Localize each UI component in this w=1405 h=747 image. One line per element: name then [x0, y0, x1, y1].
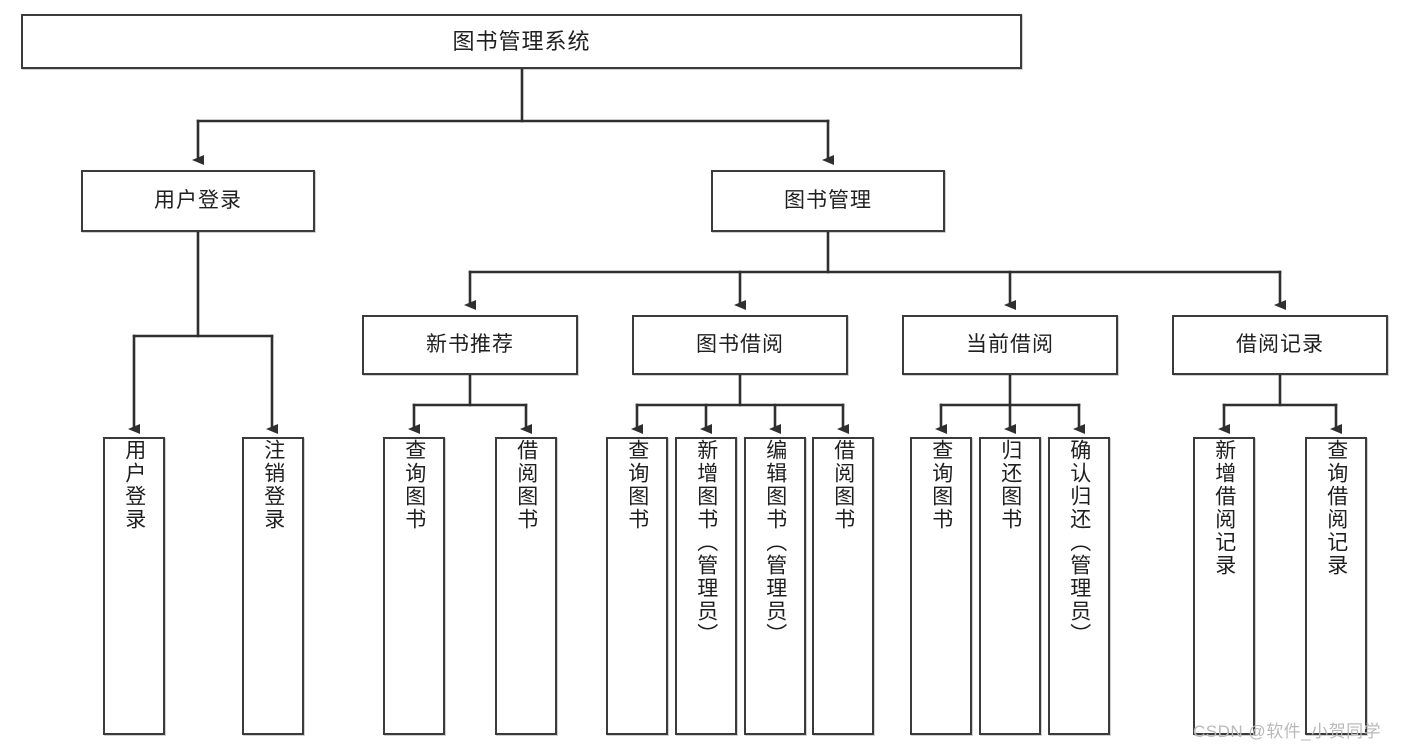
node-leaf-user-login[interactable]: 用户登录: [103, 437, 165, 735]
node-leaf-borrow-book-b[interactable]: 借阅图书: [812, 437, 874, 735]
node-leaf-logout[interactable]: 注销登录: [242, 437, 304, 735]
node-borrow-record[interactable]: 借阅记录: [1172, 315, 1388, 375]
node-leaf-add-record[interactable]: 新增借阅记录: [1193, 437, 1255, 735]
node-label-book-borrow: 图书借阅: [696, 332, 784, 356]
node-label-leaf-user-login: 用户登录: [122, 439, 146, 531]
node-label-book-manage: 图书管理: [784, 188, 872, 212]
node-leaf-add-book[interactable]: 新增图书（管理员）: [675, 437, 737, 735]
node-leaf-query-book-b[interactable]: 查询图书: [606, 437, 668, 735]
node-label-leaf-borrow-book-a: 借阅图书: [514, 439, 538, 531]
node-label-current-borrow: 当前借阅: [966, 332, 1054, 356]
node-leaf-confirm-return[interactable]: 确认归还（管理员）: [1048, 437, 1110, 735]
watermark-text: CSDN @软件_小贺同学: [1193, 722, 1382, 741]
node-leaf-query-book-a[interactable]: 查询图书: [383, 437, 445, 735]
node-leaf-borrow-book-a[interactable]: 借阅图书: [495, 437, 557, 735]
node-label-leaf-edit-book: 编辑图书（管理员）: [763, 439, 787, 646]
node-label-leaf-query-record: 查询借阅记录: [1324, 439, 1348, 577]
node-label-root: 图书管理系统: [452, 28, 591, 54]
node-new-book-recommend[interactable]: 新书推荐: [362, 315, 578, 375]
node-leaf-return-book[interactable]: 归还图书: [979, 437, 1041, 735]
node-label-leaf-return-book: 归还图书: [998, 439, 1022, 531]
node-label-leaf-logout: 注销登录: [261, 439, 285, 531]
node-label-new-book-recommend: 新书推荐: [426, 332, 514, 356]
node-label-leaf-query-book-c: 查询图书: [929, 439, 953, 531]
node-label-leaf-add-book: 新增图书（管理员）: [694, 439, 718, 646]
node-leaf-edit-book[interactable]: 编辑图书（管理员）: [744, 437, 806, 735]
node-label-borrow-record: 借阅记录: [1236, 332, 1324, 356]
node-label-leaf-borrow-book-b: 借阅图书: [831, 439, 855, 531]
node-label-leaf-confirm-return: 确认归还（管理员）: [1067, 439, 1091, 646]
node-label-leaf-query-book-a: 查询图书: [402, 439, 426, 531]
node-book-manage[interactable]: 图书管理: [711, 170, 945, 232]
node-user-login[interactable]: 用户登录: [81, 170, 315, 232]
node-leaf-query-record[interactable]: 查询借阅记录: [1305, 437, 1367, 735]
node-book-borrow[interactable]: 图书借阅: [632, 315, 848, 375]
node-current-borrow[interactable]: 当前借阅: [902, 315, 1118, 375]
node-label-leaf-add-record: 新增借阅记录: [1212, 439, 1236, 577]
node-label-user-login: 用户登录: [154, 188, 242, 212]
node-label-leaf-query-book-b: 查询图书: [625, 439, 649, 531]
node-root-system[interactable]: 图书管理系统: [21, 14, 1022, 69]
node-leaf-query-book-c[interactable]: 查询图书: [910, 437, 972, 735]
